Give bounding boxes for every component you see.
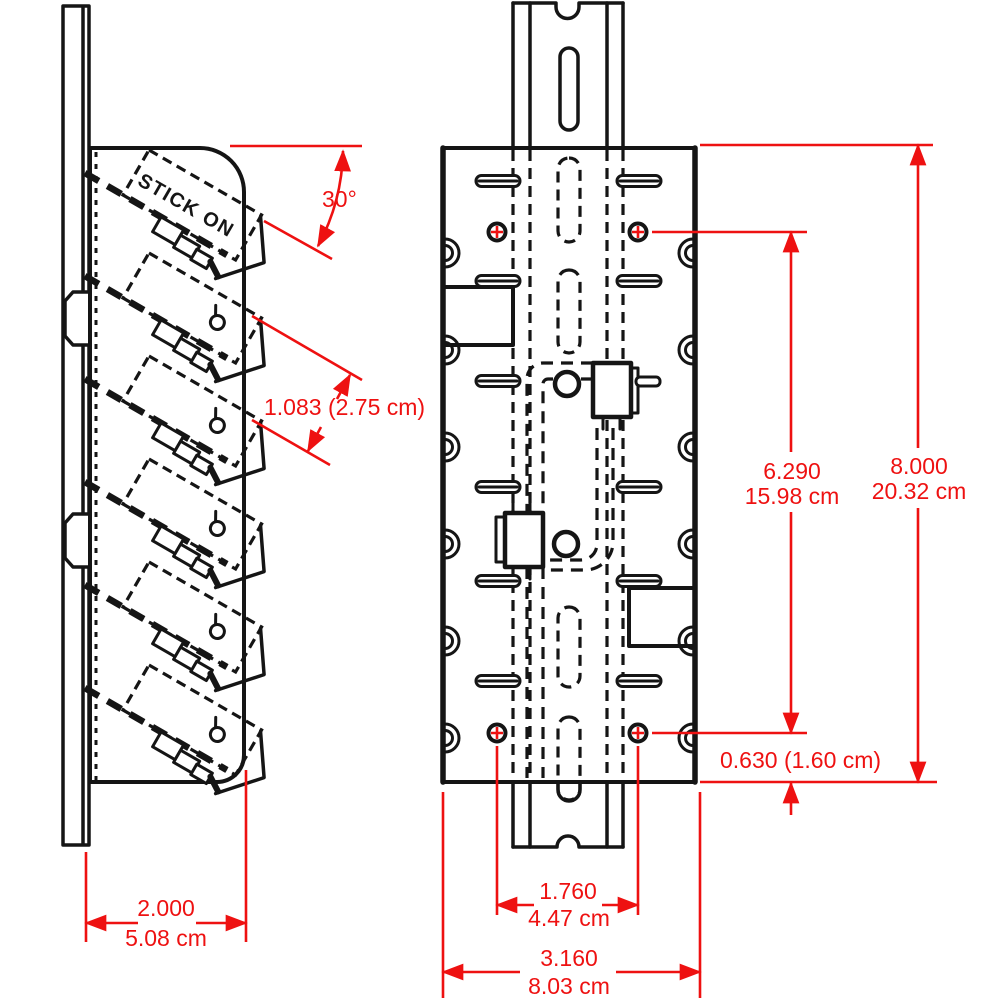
dimension-slat-angle: 30°: [230, 144, 362, 261]
hole-span-h-in: 1.760: [539, 878, 597, 904]
dimension-slat-pitch: 1.083 (2.75 cm): [251, 314, 425, 467]
angle-label: 30°: [322, 186, 357, 212]
dimension-hole-span-vertical: 6.290 15.98 cm: [652, 230, 840, 735]
wire-clamp-lower: [494, 499, 546, 581]
bracket-body-outline: [88, 146, 246, 784]
wire-clamp-upper: [590, 360, 662, 431]
hole-span-v-cm: 15.98 cm: [745, 483, 840, 509]
wire-hole: [552, 369, 582, 399]
hole-span-v-in: 6.290: [763, 458, 821, 484]
dimension-depth: 2.000 5.08 cm: [84, 770, 248, 951]
side-pocket-left: [441, 285, 515, 347]
dimension-hole-span-horizontal: 1.760 4.47 cm: [495, 746, 640, 931]
hole-to-edge-label: 0.630 (1.60 cm): [720, 747, 881, 773]
front-view: [440, 1, 698, 849]
side-view: STICK ON: [61, 4, 284, 847]
width-cm: 8.03 cm: [528, 973, 610, 999]
rail-side-profile: [61, 4, 91, 847]
wire-hole: [551, 529, 581, 559]
wire-route-hidden: [525, 361, 615, 778]
hidden-rail-edges: [511, 150, 625, 780]
plate-side-edges: [440, 145, 698, 785]
side-pocket-right: [627, 586, 697, 648]
height-cm: 20.32 cm: [872, 478, 967, 504]
depth-in: 2.000: [137, 895, 195, 921]
slat-pitch-label: 1.083 (2.75 cm): [264, 394, 425, 420]
rail-bottom: [511, 780, 625, 849]
dimension-overall-width: 3.160 8.03 cm: [441, 792, 702, 999]
height-in: 8.000: [890, 453, 948, 479]
rail-tab: [63, 512, 91, 569]
depth-cm: 5.08 cm: [125, 925, 207, 951]
dimension-hole-to-edge: 0.630 (1.60 cm): [720, 747, 881, 815]
dimension-overall-height: 8.000 20.32 cm: [700, 143, 967, 784]
hole-span-h-cm: 4.47 cm: [528, 905, 610, 931]
width-in: 3.160: [540, 945, 598, 971]
rail-top: [511, 1, 625, 150]
rail-tab: [63, 290, 91, 347]
